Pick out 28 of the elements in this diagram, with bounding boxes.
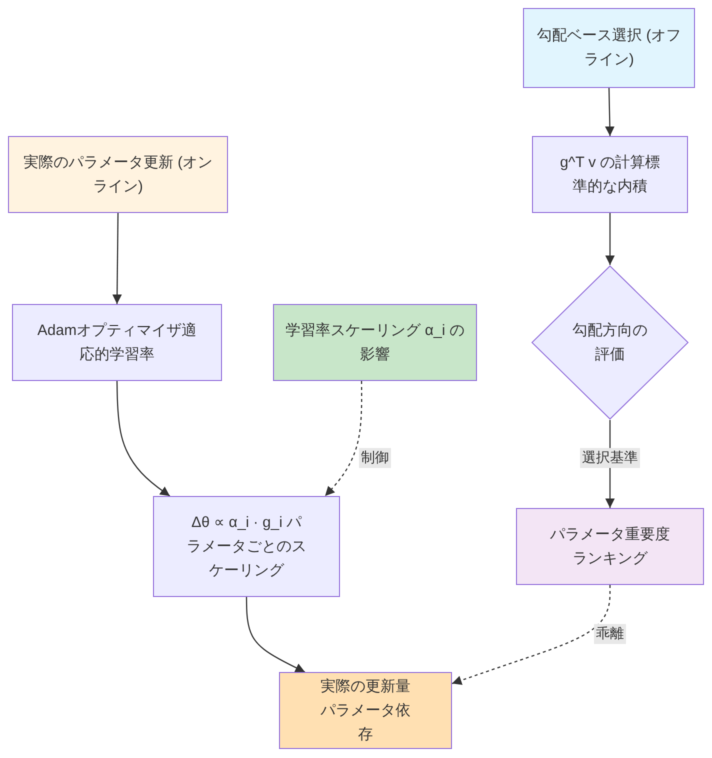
edge-label: 乖離 (594, 624, 626, 644)
arrow (452, 585, 611, 685)
node-text: 勾配ベース選択 (オフライン) (536, 26, 682, 70)
arrow (605, 213, 615, 265)
process-box (153, 496, 340, 597)
arrow (324, 381, 362, 496)
arrow (246, 597, 306, 673)
node-text: 実際のパラメータ更新 (オンライン) (22, 152, 214, 196)
node-text: 学習率スケーリング α_i の影響 (284, 320, 466, 364)
decision-diamond (531, 265, 689, 420)
process-box (523, 8, 695, 88)
arrow (116, 380, 170, 496)
process-box (12, 304, 222, 381)
process-box (8, 136, 228, 213)
edge-label: 選択基準 (580, 448, 640, 468)
process-box (279, 672, 452, 749)
node-text: Δθ ∝ α_i · g_i パラメータごとのスケーリング (186, 512, 308, 580)
node-text: 実際の更新量パラメータ依存 (320, 676, 412, 744)
node-text: 勾配方向の評価 (572, 320, 648, 364)
node-text: Adamオプティマイザ適応的学習率 (36, 320, 198, 364)
edge-label: 制御 (359, 448, 391, 468)
process-box (532, 136, 688, 213)
arrow (112, 213, 122, 304)
node-text: g^T v の計算標準的な内積 (558, 152, 662, 196)
process-box (273, 304, 477, 381)
arrow (605, 88, 615, 136)
process-box (516, 508, 704, 585)
node-text: パラメータ重要度ランキング (549, 524, 671, 568)
